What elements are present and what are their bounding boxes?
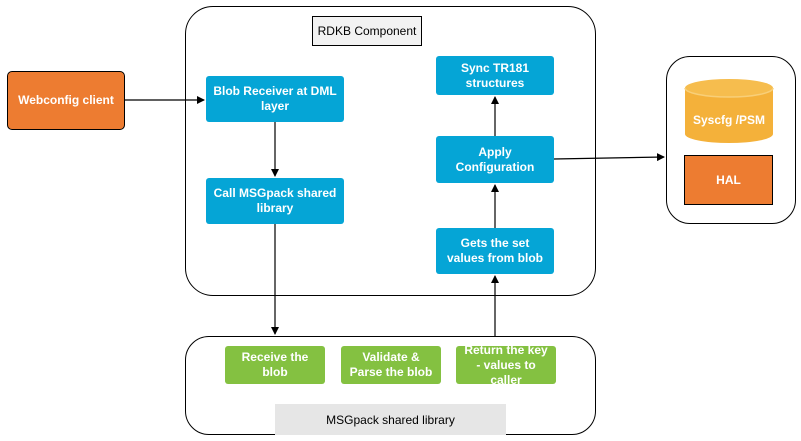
gets-set-values-node: Gets the set values from blob bbox=[436, 228, 554, 274]
validate-parse-node: Validate & Parse the blob bbox=[341, 346, 441, 384]
syscfg-psm-cylinder-icon bbox=[684, 79, 774, 143]
sync-tr181-node: Sync TR181 structures bbox=[436, 56, 554, 95]
return-key-values-node: Return the key - values to caller bbox=[456, 343, 556, 387]
blob-receiver-node: Blob Receiver at DML layer bbox=[206, 76, 344, 122]
receive-blob-node: Receive the blob bbox=[225, 346, 325, 384]
call-msgpack-node: Call MSGpack shared library bbox=[206, 178, 344, 224]
rdkb-component-title: RDKB Component bbox=[312, 16, 422, 46]
apply-configuration-node: Apply Configuration bbox=[436, 136, 554, 183]
msgpack-library-title: MSGpack shared library bbox=[275, 404, 506, 435]
hal-node: HAL bbox=[684, 155, 773, 205]
syscfg-psm-label: Syscfg /PSM bbox=[692, 113, 766, 127]
webconfig-client-node: Webconfig client bbox=[7, 71, 125, 130]
